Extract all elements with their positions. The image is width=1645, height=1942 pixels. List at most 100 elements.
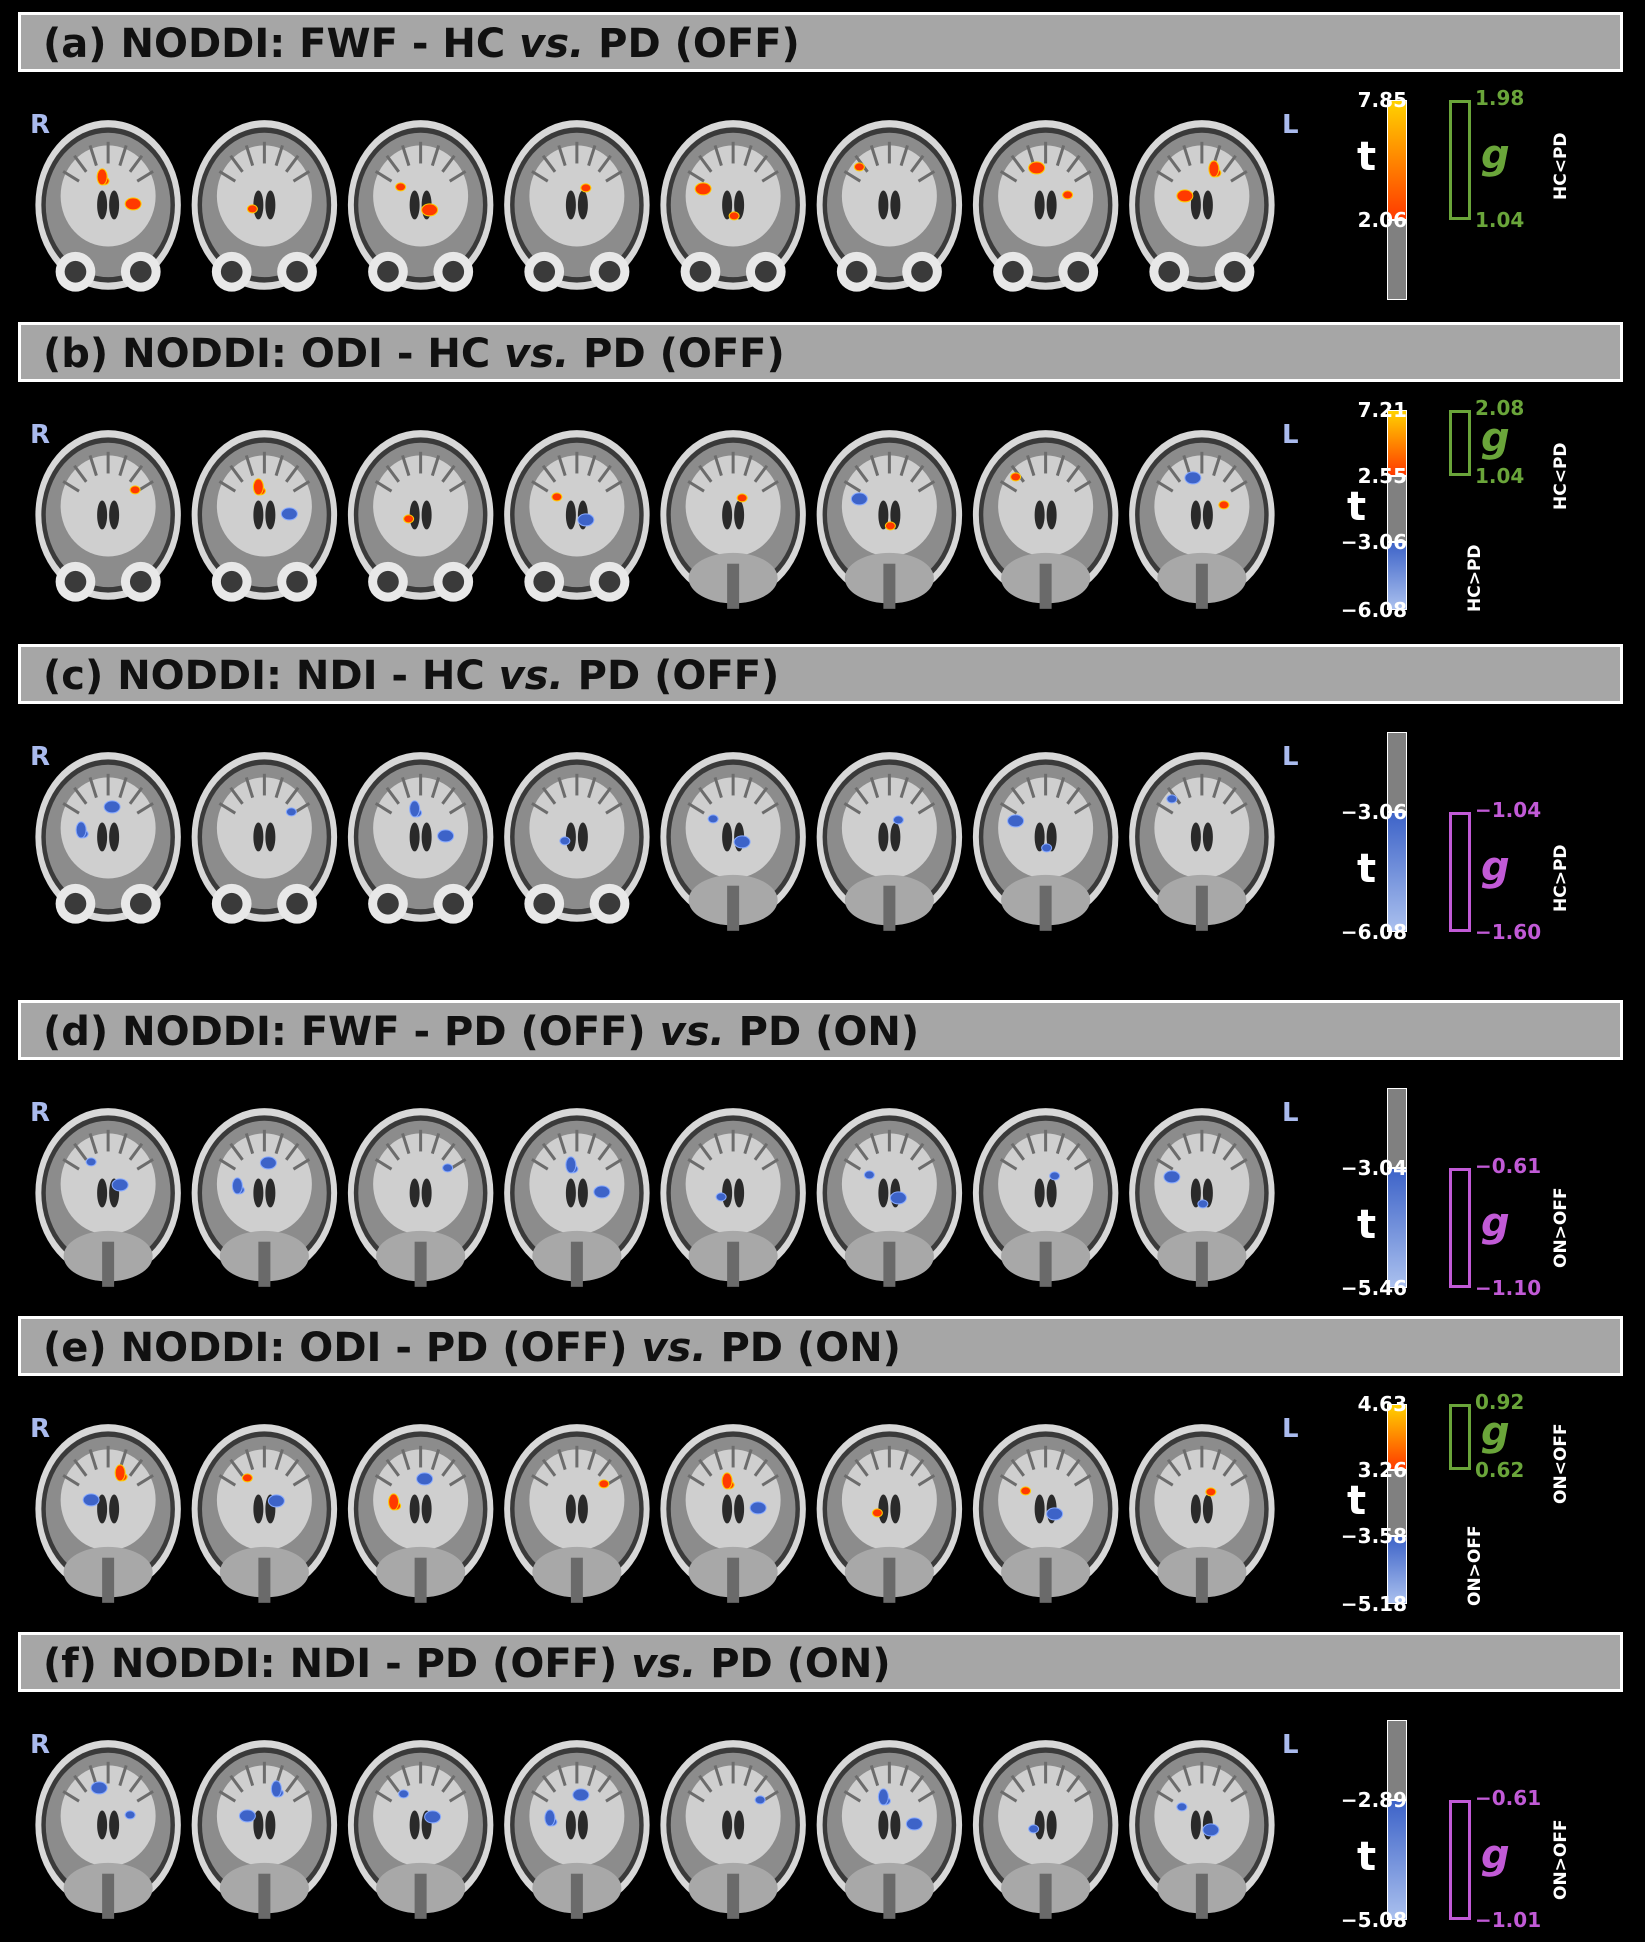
- brain-slice: [660, 1108, 806, 1287]
- g-min-value: −1.60: [1475, 920, 1542, 944]
- panel-header: (e) NODDI: ODI - PD (OFF) vs. PD (ON): [18, 1316, 1623, 1376]
- brain-slice: [347, 1740, 494, 1919]
- slice-strip: [35, 1424, 1275, 1603]
- t-neg-threshold-tick: −3.06: [1340, 800, 1407, 824]
- orientation-right-label: R: [30, 742, 51, 772]
- orientation-left-label: L: [1282, 110, 1299, 140]
- g-letter: g: [1481, 1200, 1510, 1246]
- negative-contrast-label: ON>OFF: [1551, 1187, 1571, 1268]
- brain-slice: [191, 1108, 338, 1287]
- brain-slice: [35, 1740, 181, 1919]
- slice-strip: [35, 1740, 1275, 1919]
- brain-slice: [972, 752, 1119, 931]
- brain-slice: [504, 1740, 650, 1919]
- panel-header: (b) NODDI: ODI - HC vs. PD (OFF): [18, 322, 1623, 382]
- brain-slice: [191, 752, 338, 924]
- brain-slice: [347, 120, 494, 292]
- t-min-tick: −5.18: [1340, 1592, 1407, 1616]
- brain-slice: [660, 1424, 806, 1603]
- brain-slice: [35, 430, 181, 602]
- colorbar-segment: [1387, 1168, 1407, 1288]
- t-neg-threshold-tick: −3.58: [1340, 1524, 1407, 1548]
- brain-slice: [1129, 1740, 1275, 1919]
- g-letter: g: [1481, 1832, 1510, 1878]
- panel-b: (b) NODDI: ODI - HC vs. PD (OFF) R L 7.21 2.…: [0, 322, 1645, 632]
- g-letter: g: [1481, 132, 1510, 178]
- brain-slice: [191, 1424, 338, 1603]
- panel-header: (d) NODDI: FWF - PD (OFF) vs. PD (ON): [18, 1000, 1623, 1060]
- orientation-right-label: R: [30, 1414, 51, 1444]
- brain-slice: [972, 430, 1119, 609]
- negative-contrast-label: ON>OFF: [1465, 1525, 1485, 1606]
- title-part: PD (ON): [724, 1009, 920, 1055]
- title-part: PD (OFF): [563, 653, 780, 699]
- title-part: (b) NODDI: ODI - HC: [43, 331, 505, 377]
- negative-contrast-label: ON>OFF: [1551, 1819, 1571, 1900]
- t-pos-threshold-tick: 2.55: [1357, 464, 1407, 488]
- t-max-tick: 7.21: [1357, 398, 1407, 422]
- panel-header: (f) NODDI: NDI - PD (OFF) vs. PD (ON): [18, 1632, 1623, 1692]
- orientation-left-label: L: [1282, 1098, 1299, 1128]
- g-range-box: [1449, 1404, 1471, 1470]
- colorbar-segment: [1387, 1404, 1407, 1470]
- t-min-tick: −5.46: [1340, 1276, 1407, 1300]
- g-letter: g: [1481, 1409, 1510, 1455]
- t-max-tick: 4.63: [1357, 1392, 1407, 1416]
- g-min-value: −1.10: [1475, 1276, 1542, 1300]
- t-letter: t: [1357, 846, 1377, 892]
- slice-strip: [35, 752, 1275, 931]
- g-letter: g: [1481, 415, 1510, 461]
- t-neg-threshold-tick: −3.04: [1340, 1156, 1407, 1180]
- brain-slice: [972, 120, 1119, 292]
- slice-strip: [35, 120, 1275, 292]
- panel-title: (d) NODDI: FWF - PD (OFF) vs. PD (ON): [43, 1009, 919, 1055]
- title-vs: vs.: [659, 1009, 725, 1055]
- brain-slice: [35, 1424, 181, 1603]
- brain-slice: [660, 1740, 806, 1919]
- t-neg-threshold-tick: −3.06: [1340, 530, 1407, 554]
- title-part: (a) NODDI: FWF - HC: [43, 21, 520, 67]
- g-letter: g: [1481, 844, 1510, 890]
- title-part: PD (OFF): [569, 331, 785, 377]
- brain-slice: [504, 1424, 650, 1603]
- t-min-tick: −6.08: [1340, 920, 1407, 944]
- title-part: (f) NODDI: NDI - PD (OFF): [43, 1641, 632, 1687]
- brain-slice: [972, 1424, 1119, 1603]
- g-max-value: −0.61: [1475, 1154, 1542, 1178]
- colorbar-segment: [1387, 100, 1407, 220]
- title-part: PD (OFF): [584, 21, 800, 67]
- positive-contrast-label: HC<PD: [1551, 442, 1571, 510]
- t-letter: t: [1347, 484, 1367, 530]
- brain-slice: [504, 1108, 650, 1287]
- brain-slice: [660, 430, 806, 609]
- title-part: (d) NODDI: FWF - PD (OFF): [43, 1009, 660, 1055]
- brain-slice: [816, 1424, 963, 1603]
- brain-slice: [816, 752, 963, 931]
- g-max-value: −1.04: [1475, 798, 1542, 822]
- orientation-left-label: L: [1282, 1730, 1299, 1760]
- g-min-value: 0.62: [1475, 1458, 1525, 1482]
- colorbar: −3.06 −6.08 t g −1.04 −1.60 HC>PD: [1341, 732, 1637, 952]
- t-letter: t: [1357, 1834, 1377, 1880]
- orientation-right-label: R: [30, 420, 51, 450]
- negative-contrast-label: HC>PD: [1551, 844, 1571, 912]
- g-range-box: [1449, 1800, 1471, 1920]
- orientation-left-label: L: [1282, 420, 1299, 450]
- t-letter: t: [1347, 1478, 1367, 1524]
- brain-slice: [35, 1108, 181, 1287]
- colorbar-segment: [1387, 732, 1407, 812]
- negative-contrast-label: HC>PD: [1465, 544, 1485, 612]
- title-vs: vs.: [641, 1325, 707, 1371]
- g-max-value: 0.92: [1475, 1390, 1525, 1414]
- brain-slice: [191, 430, 338, 602]
- brain-slice: [504, 120, 650, 292]
- title-part: (c) NODDI: NDI - HC: [43, 653, 499, 699]
- title-vs: vs.: [519, 21, 585, 67]
- positive-contrast-label: ON<OFF: [1551, 1423, 1571, 1504]
- brain-slice: [191, 1740, 338, 1919]
- t-neg-threshold-tick: −2.89: [1340, 1788, 1407, 1812]
